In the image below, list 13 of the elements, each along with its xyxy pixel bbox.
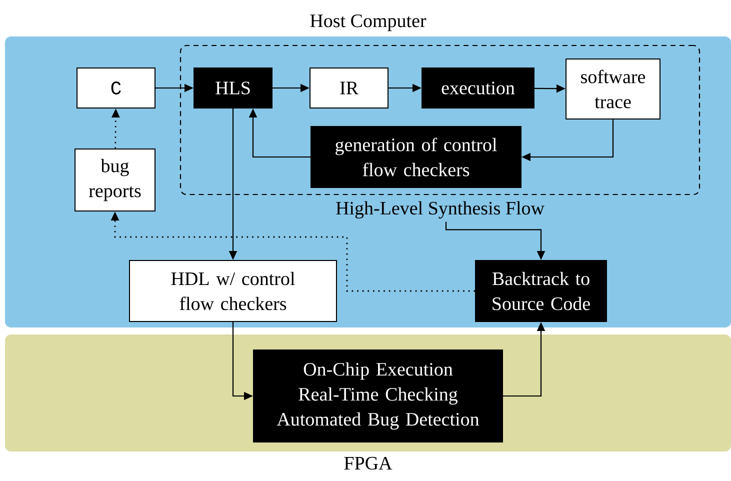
- process-box: HLS: [194, 68, 272, 108]
- process-box: On-Chip Execution Real-Time Checking Automated Bug Detection: [253, 350, 503, 442]
- node-label: FPGA: [344, 456, 392, 470]
- process-box: bug reports: [74, 148, 156, 212]
- process-box: IR: [310, 68, 388, 108]
- process-box: execution: [422, 68, 534, 108]
- node-label: High-Level Synthesis Flow: [336, 201, 544, 219]
- process-box: generation of control flow checkers: [310, 126, 522, 188]
- process-box: software trace: [566, 58, 660, 120]
- process-box: C: [76, 68, 156, 108]
- process-box: Backtrack to Source Code: [475, 260, 607, 322]
- node-label: Host Computer: [310, 14, 426, 32]
- process-box: HDL w/ control flow checkers: [129, 260, 337, 322]
